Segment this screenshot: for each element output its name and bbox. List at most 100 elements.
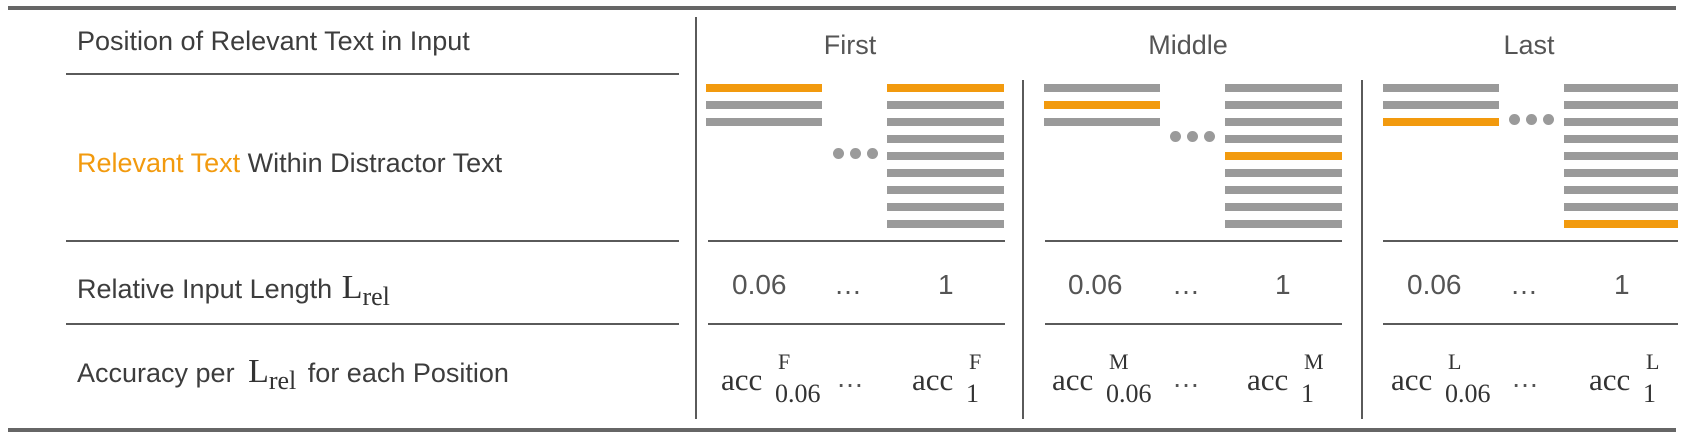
distractor-line <box>1044 118 1160 126</box>
length-symbol-subscript: rel <box>362 282 390 311</box>
acc-superscript: F <box>778 349 791 374</box>
distractor-line <box>1225 101 1342 109</box>
accuracy-middle-min: acc M 0.06 <box>1052 351 1152 407</box>
acc-base: acc <box>721 362 763 397</box>
ellipsis-dot <box>1170 131 1181 142</box>
distractor-line <box>1564 135 1678 143</box>
rule-last-lengths <box>1383 240 1678 242</box>
distractor-line <box>1044 84 1160 92</box>
distractor-line <box>1225 118 1342 126</box>
distractor-line <box>1564 203 1678 211</box>
acc-subscript: 0.06 <box>1445 379 1491 408</box>
distractor-line <box>1383 84 1499 92</box>
first-length-ellipsis: … <box>834 269 862 300</box>
acc-subscript: 1 <box>1643 379 1656 408</box>
rule-last-accuracy <box>1383 323 1678 325</box>
ellipsis-dot <box>1509 114 1520 125</box>
divider-first-middle <box>1022 80 1024 419</box>
ellipsis-dot <box>833 148 844 159</box>
acc-subscript: 1 <box>1301 379 1314 408</box>
distractor-line <box>1225 169 1342 177</box>
distractor-line <box>887 169 1004 177</box>
ellipsis-dot <box>1543 114 1554 125</box>
accuracy-last-max: acc L 1 <box>1589 351 1659 407</box>
length-symbol: Lrel <box>342 269 390 310</box>
distractor-line <box>887 220 1004 228</box>
distractor-line <box>1564 186 1678 194</box>
acc-superscript: M <box>1304 349 1324 374</box>
relevant-line <box>1564 220 1678 228</box>
divider-middle-last <box>1361 80 1363 419</box>
last-max-length: 1 <box>1614 269 1630 300</box>
distractor-line <box>1225 135 1342 143</box>
distractor-line <box>706 101 822 109</box>
last-min-length: 0.06 <box>1407 269 1462 300</box>
accuracy-first-min: acc F 0.06 <box>721 351 821 407</box>
position-row-label: Position of Relevant Text in Input <box>77 26 470 56</box>
acc-base: acc <box>1589 362 1631 397</box>
distractor-line <box>1383 101 1499 109</box>
acc-base: acc <box>1247 362 1289 397</box>
first-max-length: 1 <box>938 269 954 300</box>
bottom-rule <box>8 428 1676 432</box>
ellipsis-dot <box>1526 114 1537 125</box>
rule-left-accuracy <box>66 323 679 325</box>
first-accuracy-ellipsis: … <box>836 362 864 393</box>
acc-base: acc <box>1052 362 1094 397</box>
length-row-label: Relative Input Length Lrel <box>77 269 390 310</box>
middle-accuracy-ellipsis: … <box>1172 362 1200 393</box>
distractor-text-label: Within Distractor Text <box>247 148 503 178</box>
distractor-line <box>1564 152 1678 160</box>
ellipsis-dot <box>1187 131 1198 142</box>
acc-base: acc <box>1391 362 1433 397</box>
column-header-first: First <box>823 30 877 60</box>
acc-subscript: 0.06 <box>775 379 821 408</box>
middle-length-ellipsis: … <box>1172 269 1200 300</box>
middle-min-length: 0.06 <box>1068 269 1123 300</box>
accuracy-row-prefix: Accuracy per <box>77 358 235 388</box>
distractor-line <box>1225 220 1342 228</box>
acc-superscript: L <box>1646 349 1660 374</box>
ellipsis-dot <box>867 148 878 159</box>
rule-left-header <box>66 73 679 75</box>
top-rule <box>8 6 1676 10</box>
column-header-middle: Middle <box>1148 30 1228 60</box>
distractor-line <box>706 118 822 126</box>
accuracy-symbol-subscript: rel <box>268 366 297 395</box>
accuracy-row-suffix: for each Position <box>307 358 509 388</box>
ellipsis-dot <box>1204 131 1215 142</box>
relevant-text-highlight: Relevant Text <box>77 148 241 178</box>
middle-max-length: 1 <box>1275 269 1291 300</box>
distractor-line <box>1225 203 1342 211</box>
accuracy-first-max: acc F 1 <box>912 351 981 407</box>
acc-superscript: M <box>1109 349 1129 374</box>
first-min-length: 0.06 <box>732 269 787 300</box>
rule-left-lengths <box>66 240 679 242</box>
acc-superscript: F <box>969 349 982 374</box>
relevant-line <box>1044 101 1160 109</box>
relevant-line <box>1225 152 1342 160</box>
accuracy-middle-max: acc M 1 <box>1247 351 1324 407</box>
divider-left-first <box>695 17 697 419</box>
last-length-ellipsis: … <box>1510 269 1538 300</box>
relevant-line <box>1383 118 1499 126</box>
distractor-line <box>1564 101 1678 109</box>
distractor-line <box>887 186 1004 194</box>
accuracy-last-min: acc L 0.06 <box>1391 351 1491 407</box>
acc-subscript: 0.06 <box>1106 379 1152 408</box>
acc-base: acc <box>912 362 954 397</box>
accuracy-length-symbol: Lrel <box>248 353 296 394</box>
last-accuracy-ellipsis: … <box>1511 362 1539 393</box>
accuracy-symbol-letter: L <box>248 353 269 390</box>
rule-middle-accuracy <box>1045 323 1342 325</box>
distractor-line <box>1564 118 1678 126</box>
acc-subscript: 1 <box>966 379 979 408</box>
ellipsis-dot <box>850 148 861 159</box>
rule-middle-lengths <box>1045 240 1342 242</box>
distractor-line <box>1225 186 1342 194</box>
distractor-line <box>1225 84 1342 92</box>
relevant-line <box>706 84 822 92</box>
relevant-line <box>887 84 1004 92</box>
rule-first-lengths <box>708 240 1005 242</box>
length-row-text: Relative Input Length <box>77 274 333 304</box>
